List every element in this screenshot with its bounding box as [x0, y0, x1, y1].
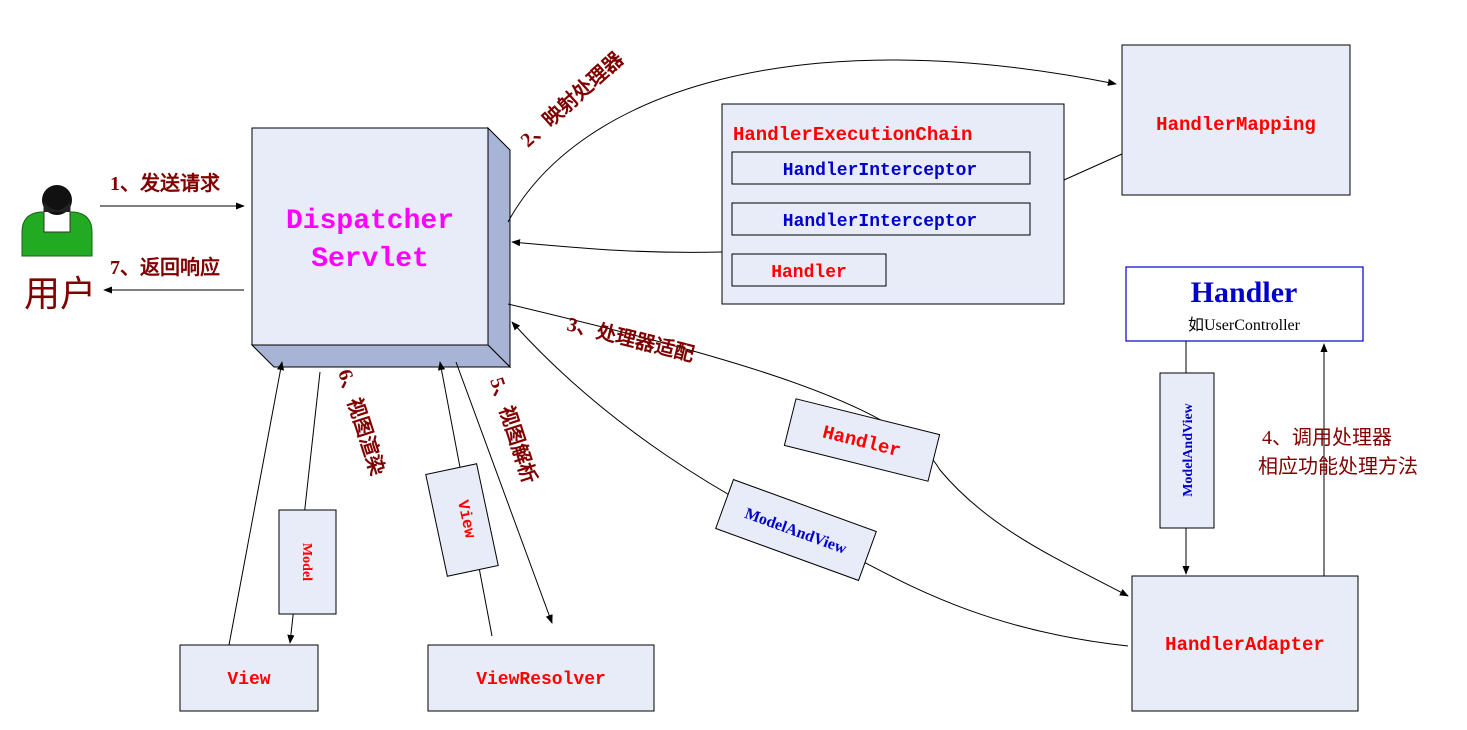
- view-box-label: View: [227, 670, 270, 690]
- handler-adapter-label: HandlerAdapter: [1165, 634, 1325, 656]
- view-tag: View: [425, 463, 499, 577]
- handler-tag: Handler: [783, 398, 941, 482]
- model-tag-label: Model: [299, 543, 314, 581]
- handler-mapping-label: HandlerMapping: [1156, 114, 1316, 136]
- dispatcher-line1: Dispatcher: [286, 206, 454, 237]
- chain-handler-box: [731, 253, 887, 287]
- handler-controller-title: Handler: [1191, 276, 1298, 309]
- step-7-label: 7、返回响应: [110, 255, 220, 279]
- model-and-view-vertical-label: ModelAndView: [1181, 402, 1196, 496]
- arrow-view-render: [228, 361, 285, 646]
- link-chain-mapping: [1063, 153, 1123, 181]
- arrow-resolve-view: [455, 361, 553, 624]
- arrow-return-modelandview: [511, 321, 1129, 647]
- arrow-map-handler: [507, 59, 1117, 223]
- handler-controller-subtitle: 如UserController: [1188, 316, 1301, 334]
- model-tag: [278, 509, 337, 615]
- model-and-view-vertical-tag: [1159, 372, 1215, 529]
- execution-chain-title: HandlerExecutionChain: [733, 124, 972, 146]
- user-label: 用户: [24, 274, 96, 314]
- view-box: [179, 644, 319, 712]
- step-4-line2: 相应功能处理方法: [1258, 455, 1418, 478]
- step-5-label: 5、视图解析: [485, 374, 542, 486]
- user-icon: [21, 185, 93, 257]
- chain-handler-label: Handler: [771, 263, 847, 283]
- view-resolver-label: ViewResolver: [476, 670, 606, 690]
- step-1-label: 1、发送请求: [110, 171, 221, 195]
- interceptor-2-box: [731, 202, 1031, 236]
- dispatcher-line2: Servlet: [311, 244, 429, 275]
- model-and-view-diagonal-tag: ModelAndView: [715, 478, 877, 582]
- view-resolver-box: [427, 644, 655, 712]
- dispatcher-servlet-box: Dispatcher Servlet: [250, 126, 512, 369]
- handler-adapter-box: [1131, 575, 1359, 712]
- step-4-line1: 4、调用处理器: [1262, 426, 1392, 449]
- step-3-label: 3、处理器适配: [565, 312, 697, 367]
- interceptor-2-label: HandlerInterceptor: [783, 212, 977, 232]
- interceptor-1-box: [731, 151, 1031, 185]
- step-6-label: 6、视图渲染: [333, 366, 390, 479]
- handler-mapping-box: [1121, 44, 1351, 196]
- step-2-label: 2、映射处理器: [515, 46, 628, 151]
- arrow-return-chain: [511, 239, 723, 253]
- interceptor-1-label: HandlerInterceptor: [783, 161, 977, 181]
- handler-controller-box: [1125, 266, 1364, 342]
